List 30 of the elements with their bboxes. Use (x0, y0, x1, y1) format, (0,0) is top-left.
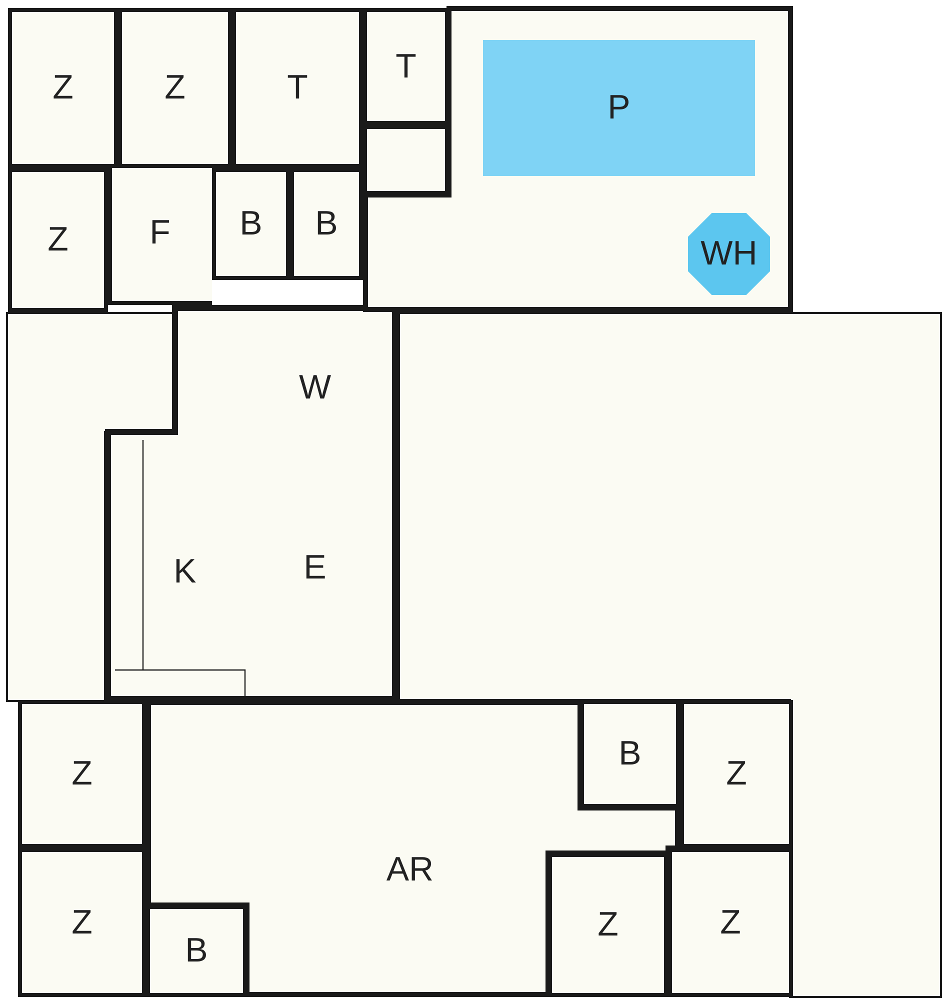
room-label: F (150, 213, 170, 252)
room-label: K (174, 552, 196, 592)
room (105, 305, 398, 702)
room (6, 312, 175, 702)
room-label: Z (48, 220, 68, 260)
room-label: Z (726, 754, 747, 794)
room-label: T (396, 47, 416, 86)
room-label: B (185, 932, 208, 970)
room (146, 700, 680, 997)
room-label: E (304, 548, 326, 588)
room-label: W (298, 368, 332, 408)
room-label: Z (72, 754, 92, 794)
room-label: Z (598, 906, 618, 944)
room-label: Z (164, 68, 186, 108)
room (548, 853, 668, 997)
room-label: Z (52, 68, 74, 108)
room-label: P (608, 88, 630, 128)
room-label: AR (386, 850, 434, 890)
room (580, 700, 680, 808)
room (108, 168, 212, 305)
room-label: B (618, 734, 642, 774)
hot-tub (688, 213, 770, 295)
room-label: T (287, 68, 308, 108)
room (146, 905, 247, 997)
room-label: B (315, 204, 338, 244)
room-label: B (240, 204, 262, 244)
room-label: Z (720, 903, 741, 942)
room-label: Z (72, 903, 92, 942)
swimming-pool (483, 40, 755, 176)
room-label: WH (700, 234, 758, 274)
